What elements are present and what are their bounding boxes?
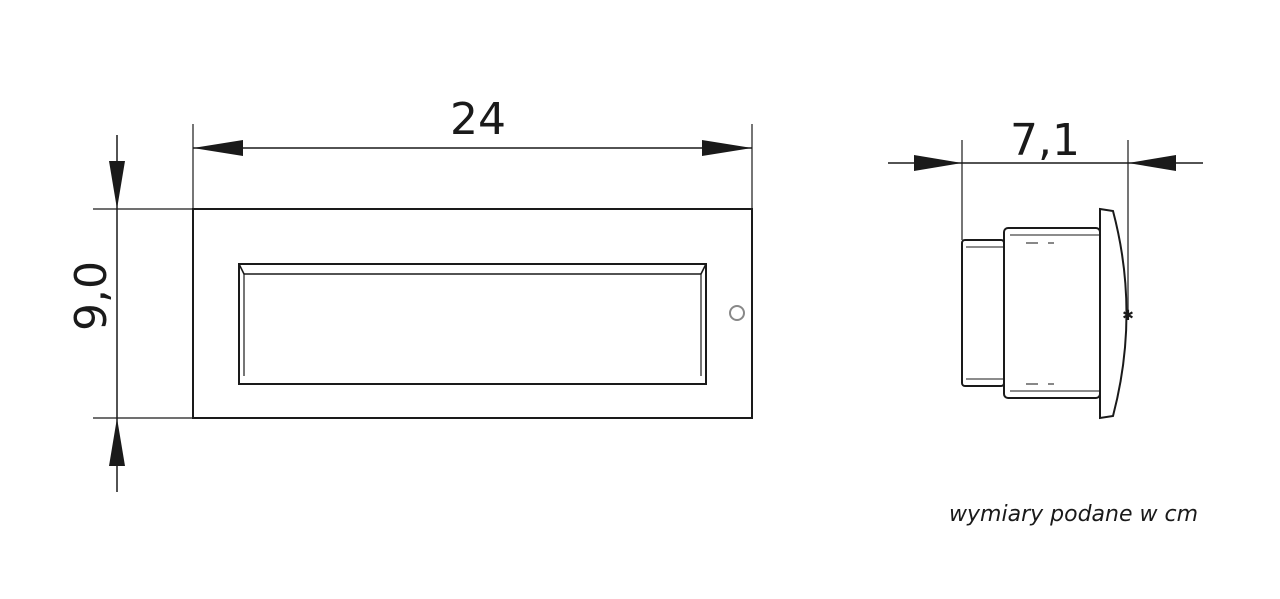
depth-arrow-right — [1128, 155, 1176, 171]
width-label: 24 — [450, 94, 506, 145]
height-arrow-bottom — [109, 418, 125, 466]
front-view — [192, 208, 753, 419]
front-plate-outline — [192, 208, 753, 419]
width-arrow-left — [193, 140, 243, 156]
height-label: 9,0 — [66, 261, 117, 331]
width-dimension: 24 — [192, 94, 753, 209]
height-dimension: 9,0 — [66, 135, 193, 492]
depth-arrow-left — [914, 155, 962, 171]
units-note: wymiary podane w cm — [949, 502, 1198, 527]
height-arrow-top — [109, 161, 125, 209]
depth-label: 7,1 — [1010, 115, 1080, 166]
front-opening-outline — [238, 263, 707, 385]
side-front-flange — [1099, 207, 1128, 420]
width-arrow-right — [702, 140, 752, 156]
side-middle-body — [1003, 227, 1101, 399]
sensor-icon — [729, 305, 745, 321]
side-view: ✱ — [961, 207, 1134, 420]
side-back-body — [961, 239, 1005, 387]
side-marker-icon: ✱ — [1122, 308, 1134, 324]
depth-dimension: 7,1 — [888, 115, 1203, 313]
opening-bevel — [238, 263, 707, 275]
